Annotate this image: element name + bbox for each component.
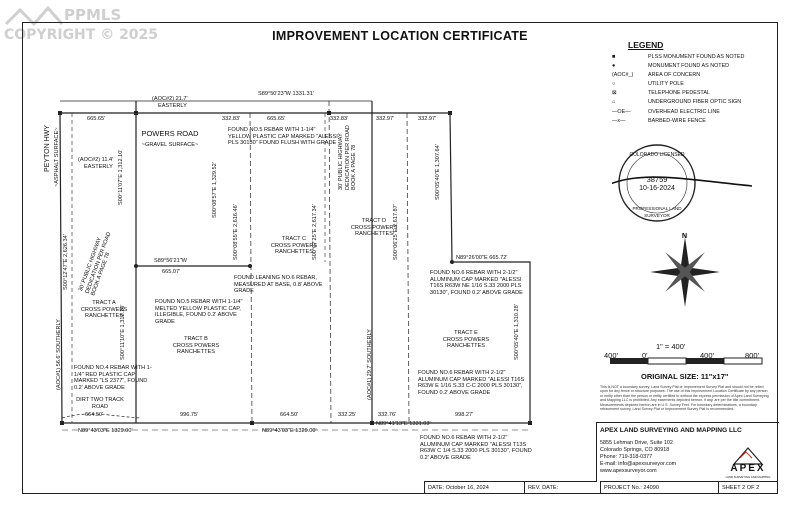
- monument-note-3: FOUND LEANING NO.6 REBAR, MEASURED AT BA…: [234, 275, 323, 295]
- monument-note-6: FOUND NO.6 REBAR WITH 2-1/2" ALUMINUM CA…: [418, 370, 525, 396]
- vertical-bearing-9: S00°12'47"E 2,626.34': [63, 234, 69, 290]
- tract-e: TRACT E CROSS POWERS RANCHETTES: [436, 330, 496, 350]
- aoc1-label: (AOC#1) 56.6' SOUTHERLY: [56, 319, 62, 390]
- monument-note-1: FOUND NO.5 REBAR WITH 1-1/4" YELLOW PLAS…: [228, 127, 338, 147]
- watermark-house-icon: [4, 5, 64, 26]
- legend-item: ⊠TELEPHONE PEDESTAL: [612, 90, 710, 96]
- legend-item: ■PLSS MONUMENT FOUND AS NOTED: [612, 54, 745, 60]
- bottom-dim-6: 998.27': [455, 412, 474, 418]
- bottom-dim-2: 996.75': [180, 412, 199, 418]
- project-cell: PROJECT No.: 24090: [600, 481, 718, 494]
- company-block: [596, 422, 779, 482]
- scale-tick-4: 800': [745, 351, 759, 360]
- seal-line1: COLORADO LICENSED: [629, 152, 685, 158]
- legend-item: ⌂UNDERGROUND FIBER OPTIC SIGN: [612, 99, 742, 105]
- top-dim-5: 332.97': [376, 116, 395, 122]
- dirt-track-label: DIRT TWO TRACK ROAD: [76, 397, 124, 410]
- vertical-bearing-8: S00°05'40"E 1,310.28': [514, 304, 520, 360]
- row-dedication-center: 30' PUBLIC HIGHWAY DEDICATION PER ROAD B…: [338, 125, 358, 190]
- sheet-border: [22, 22, 778, 494]
- tract-a-name: TRACT A: [92, 300, 116, 306]
- seal-line4: PROFESSIONAL LAND SURVEYOR: [632, 206, 682, 218]
- watermark-brand: PPMLS: [64, 6, 122, 24]
- tract-c: TRACT C CROSS POWERS RANCHETTES: [264, 236, 324, 256]
- top-dim-4: 332.83': [330, 116, 349, 122]
- asphalt-surface-label: ~ASPHALT SURFACE~: [54, 127, 60, 187]
- tract-d-owner: CROSS POWERS RANCHETTES: [350, 224, 398, 238]
- vertical-bearing-4: S00°08'55"E 2,616.46': [233, 204, 239, 260]
- svg-text:N: N: [682, 233, 687, 240]
- monument-note-7: FOUND NO.6 REBAR WITH 2-1/2" ALUMINUM CA…: [420, 435, 532, 461]
- scale-tick-3: 400': [700, 351, 714, 360]
- top-dim-6: 332.97': [418, 116, 437, 122]
- original-size: ORIGINAL SIZE: 11"x17": [641, 372, 729, 381]
- vertical-bearing-3: S00°08'57"E 1,329.52': [212, 162, 218, 218]
- surveyor-seal-icon: [612, 144, 753, 222]
- bottom-bearing-2: N89°43'03"E 1329.00': [262, 428, 317, 434]
- disclaimer-notes: This is NOT a boundary survey, Land Surv…: [600, 385, 769, 412]
- legend-item: —OE—OVERHEAD ELECTRIC LINE: [612, 109, 720, 115]
- scale-tick-2: 0': [642, 351, 648, 360]
- peyton-hwy-label: PEYTON HWY: [44, 125, 51, 172]
- legend-item: ●MONUMENT FOUND AS NOTED: [612, 63, 730, 69]
- legend-item: ○UTILITY POLE: [612, 81, 684, 87]
- tract-b-owner: CROSS POWERS RANCHETTES: [172, 342, 220, 356]
- scale-tick-1: 400': [604, 351, 618, 360]
- scale-ratio: 1" = 400': [656, 342, 686, 351]
- aoc2a-direction: EASTERLY: [158, 103, 187, 109]
- row-bearing: S89°56'21"W: [154, 258, 187, 264]
- aoc1b-label: (AOC#1) 29.7' SOUTHERLY: [367, 329, 373, 400]
- apex-logo-text: APEX: [730, 463, 766, 474]
- tract-a: TRACT A CROSS POWERS RANCHETTES: [74, 300, 134, 320]
- tract-b-name: TRACT B: [184, 336, 208, 342]
- rev-date-cell: REV. DATE:: [524, 481, 596, 494]
- company-address: 5855 Lehman Drive, Suite 102 Colorado Sp…: [600, 440, 677, 474]
- bottom-bearing-1: N89°43'03"E 1329.00': [78, 428, 133, 434]
- bottom-dim-1: 664.50': [85, 412, 104, 418]
- monument-note-4: FOUND NO.6 REBAR WITH 2-1/2" ALUMINUM CA…: [430, 270, 523, 296]
- apex-logo-icon: [732, 447, 764, 465]
- tract-c-owner: CROSS POWERS RANCHETTES: [270, 242, 318, 256]
- tract-d-name: TRACT D: [361, 218, 387, 224]
- aoc2b-direction: EASTERLY: [84, 164, 113, 170]
- tract-e-owner: CROSS POWERS RANCHETTES: [442, 336, 490, 350]
- vertical-bearing-1: S00°11'07"E 1,312.10': [118, 149, 124, 205]
- monument-note-5: FOUND NO.4 REBAR WITH 1-1/4" RED PLASTIC…: [74, 365, 152, 391]
- legend-item: (AOC#_)AREA OF CONCERN: [612, 72, 701, 78]
- seal-line3: 10-16-2024: [639, 185, 675, 192]
- tract-e-name: TRACT E: [454, 330, 478, 336]
- bottom-dim-4: 332.25': [338, 412, 357, 418]
- legend-heading: LEGEND: [628, 40, 664, 50]
- top-dim-1: 665.65': [87, 116, 106, 122]
- gravel-surface-label: ~GRAVEL SURFACE~: [141, 142, 199, 148]
- top-dim-2: 332.83': [222, 116, 241, 122]
- legend-item: —x—BARBED-WIRE FENCE: [612, 118, 706, 124]
- aoc2a-label: (AOC#2) 21.7': [152, 96, 188, 102]
- tract-a-owner: CROSS POWERS RANCHETTES: [80, 306, 128, 320]
- monument-note-2: FOUND NO.5 REBAR WITH 1-1/4" MELTED YELL…: [155, 299, 243, 325]
- powers-road-label: POWERS ROAD: [141, 129, 199, 138]
- aoc2b-label: (AOC#2) 11.4': [78, 157, 114, 163]
- scale-bar: [610, 357, 763, 365]
- apex-logo-sub: LAND SURVEYING AND MAPPING: [725, 475, 771, 479]
- date-cell: DATE: October 16, 2024: [424, 481, 524, 494]
- row-dim: 665.07': [162, 269, 181, 275]
- sheet-cell: SHEET 2 OF 2: [718, 481, 778, 494]
- company-name: APEX LAND SURVEYING AND MAPPING LLC: [600, 427, 742, 434]
- right-bearing: N89°26'00"E 665.72': [456, 255, 508, 261]
- bottom-bearing-3: N89°41'13"E 1331.03': [376, 421, 431, 427]
- north-arrow-icon: N: [650, 233, 720, 307]
- bottom-dim-3: 664.50': [280, 412, 299, 418]
- tract-d: TRACT D CROSS POWERS RANCHETTES: [344, 218, 404, 238]
- tract-b: TRACT B CROSS POWERS RANCHETTES: [166, 336, 226, 356]
- bottom-dim-5: 332.76': [378, 412, 397, 418]
- top-dim-3: 665.65': [267, 116, 286, 122]
- vertical-bearing-7: S00°05'40"E 1,307.64': [435, 144, 441, 200]
- tract-c-name: TRACT C: [281, 236, 307, 242]
- watermark-copyright: COPYRIGHT © 2025: [4, 27, 159, 43]
- top-bearing: S89°50'23"W 1331.31': [258, 91, 314, 97]
- seal-line2: 38759: [646, 175, 668, 184]
- page-title: IMPROVEMENT LOCATION CERTIFICATE: [272, 29, 528, 43]
